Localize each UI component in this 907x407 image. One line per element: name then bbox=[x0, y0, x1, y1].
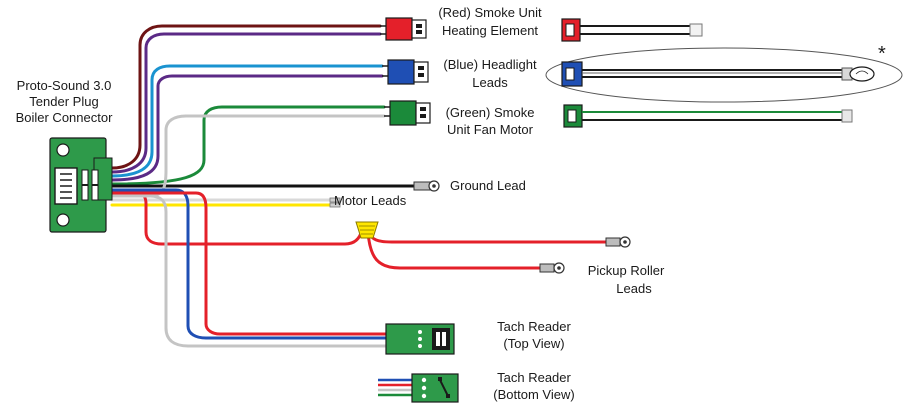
tach-pad bbox=[421, 385, 427, 391]
wire-group bbox=[110, 24, 614, 348]
tach-pad bbox=[418, 337, 422, 341]
tach-pad bbox=[418, 330, 422, 334]
wire-red-pickup-1 bbox=[366, 230, 614, 244]
terminal-crimp bbox=[413, 181, 431, 191]
wire-blue-tach bbox=[110, 188, 390, 340]
label-smoke-heating-2: Heating Element bbox=[442, 23, 538, 38]
lead-tip bbox=[689, 23, 703, 37]
label-ground-lead: Ground Lead bbox=[450, 178, 526, 193]
plug-contact bbox=[567, 109, 577, 123]
plug-contact bbox=[416, 30, 422, 34]
tach-reader-bottom bbox=[378, 373, 459, 403]
tach-pad bbox=[421, 377, 427, 383]
red-smoke-plug-connected bbox=[380, 17, 427, 41]
label-smoke-fan-2: Unit Fan Motor bbox=[447, 122, 534, 137]
highlight-ellipse bbox=[545, 47, 903, 103]
tach-sensor-window bbox=[442, 332, 446, 346]
plug-contact bbox=[418, 66, 424, 70]
lead-tip bbox=[841, 109, 853, 123]
terminal-crimp bbox=[605, 237, 621, 247]
tach-pad bbox=[418, 344, 422, 348]
wire-purple-smoke bbox=[110, 32, 382, 174]
tach-reader-top bbox=[385, 323, 455, 355]
green-fan-plug-connected bbox=[384, 100, 431, 126]
plug-receptacle bbox=[415, 102, 431, 124]
wire-nut-icon bbox=[355, 221, 379, 239]
plug-contact bbox=[420, 107, 426, 111]
plug-receptacle bbox=[411, 19, 427, 39]
blue-headlight-plug-connected bbox=[382, 59, 429, 85]
green-plug-housing bbox=[389, 100, 417, 126]
plug-contact bbox=[565, 23, 575, 37]
label-headlight-2: Leads bbox=[472, 75, 508, 90]
label-tach-bottom-1: Tach Reader bbox=[497, 370, 571, 385]
label-pickup-2: Leads bbox=[616, 281, 652, 296]
plug-receptacle bbox=[413, 61, 429, 83]
boiler-connector-board bbox=[49, 137, 113, 233]
tach-sensor bbox=[432, 328, 450, 350]
wire-cyan bbox=[110, 64, 384, 178]
label-pickup-1: Pickup Roller bbox=[588, 263, 665, 278]
plug-contact bbox=[420, 114, 426, 118]
tach-component bbox=[446, 394, 450, 398]
pickup-terminal-1 bbox=[605, 236, 631, 248]
label-smoke-fan-1: (Green) Smoke bbox=[446, 105, 535, 120]
pickup-terminal-2 bbox=[539, 262, 565, 274]
ring-terminal-hole bbox=[557, 266, 561, 270]
motor-lead-tips bbox=[329, 197, 341, 208]
blue-plug-housing bbox=[387, 59, 415, 85]
tach-bottom-board bbox=[411, 373, 459, 403]
plug-contact bbox=[418, 73, 424, 77]
terminal-crimp bbox=[539, 263, 555, 273]
bulb-icon bbox=[849, 66, 875, 82]
red-smoke-plug-mate bbox=[561, 18, 703, 42]
label-tach-bottom-2: (Bottom View) bbox=[493, 387, 574, 402]
tach-component bbox=[438, 377, 442, 381]
plug-contact bbox=[416, 24, 422, 28]
tach-pad bbox=[421, 393, 427, 399]
headlight-assembly bbox=[545, 47, 903, 103]
wire-maroon bbox=[110, 24, 382, 170]
wire-green bbox=[110, 105, 386, 186]
ground-lead-terminal bbox=[413, 180, 440, 192]
mount-hole-top bbox=[56, 143, 70, 157]
tach-trace bbox=[439, 379, 449, 397]
tach-sensor-window bbox=[436, 332, 440, 346]
label-tach-top-2: (Top View) bbox=[503, 336, 564, 351]
wire-red-tach bbox=[110, 191, 390, 336]
ring-terminal-hole bbox=[432, 184, 436, 188]
mount-hole-bottom bbox=[56, 213, 70, 227]
bulb-filament bbox=[855, 70, 869, 75]
wire-gray-tach bbox=[148, 194, 390, 348]
green-fan-plug-mate bbox=[563, 104, 853, 128]
wire-red-pickup-2 bbox=[366, 230, 544, 270]
label-motor-leads: Motor Leads bbox=[334, 193, 407, 208]
lead-tip bbox=[329, 202, 341, 208]
asterisk-note: * bbox=[878, 43, 886, 65]
lead-tip bbox=[329, 197, 341, 203]
label-boiler-connector-3: Boiler Connector bbox=[16, 110, 113, 125]
label-boiler-connector-1: Proto-Sound 3.0 bbox=[17, 78, 112, 93]
plug-contact bbox=[565, 67, 575, 81]
label-tach-top-1: Tach Reader bbox=[497, 319, 571, 334]
label-headlight-1: (Blue) Headlight bbox=[443, 57, 537, 72]
label-smoke-heating-1: (Red) Smoke Unit bbox=[438, 5, 542, 20]
label-boiler-connector-2: Tender Plug bbox=[29, 94, 98, 109]
red-plug-housing bbox=[385, 17, 413, 41]
ring-terminal-hole bbox=[623, 240, 627, 244]
wire-purple-headlight bbox=[110, 74, 384, 182]
